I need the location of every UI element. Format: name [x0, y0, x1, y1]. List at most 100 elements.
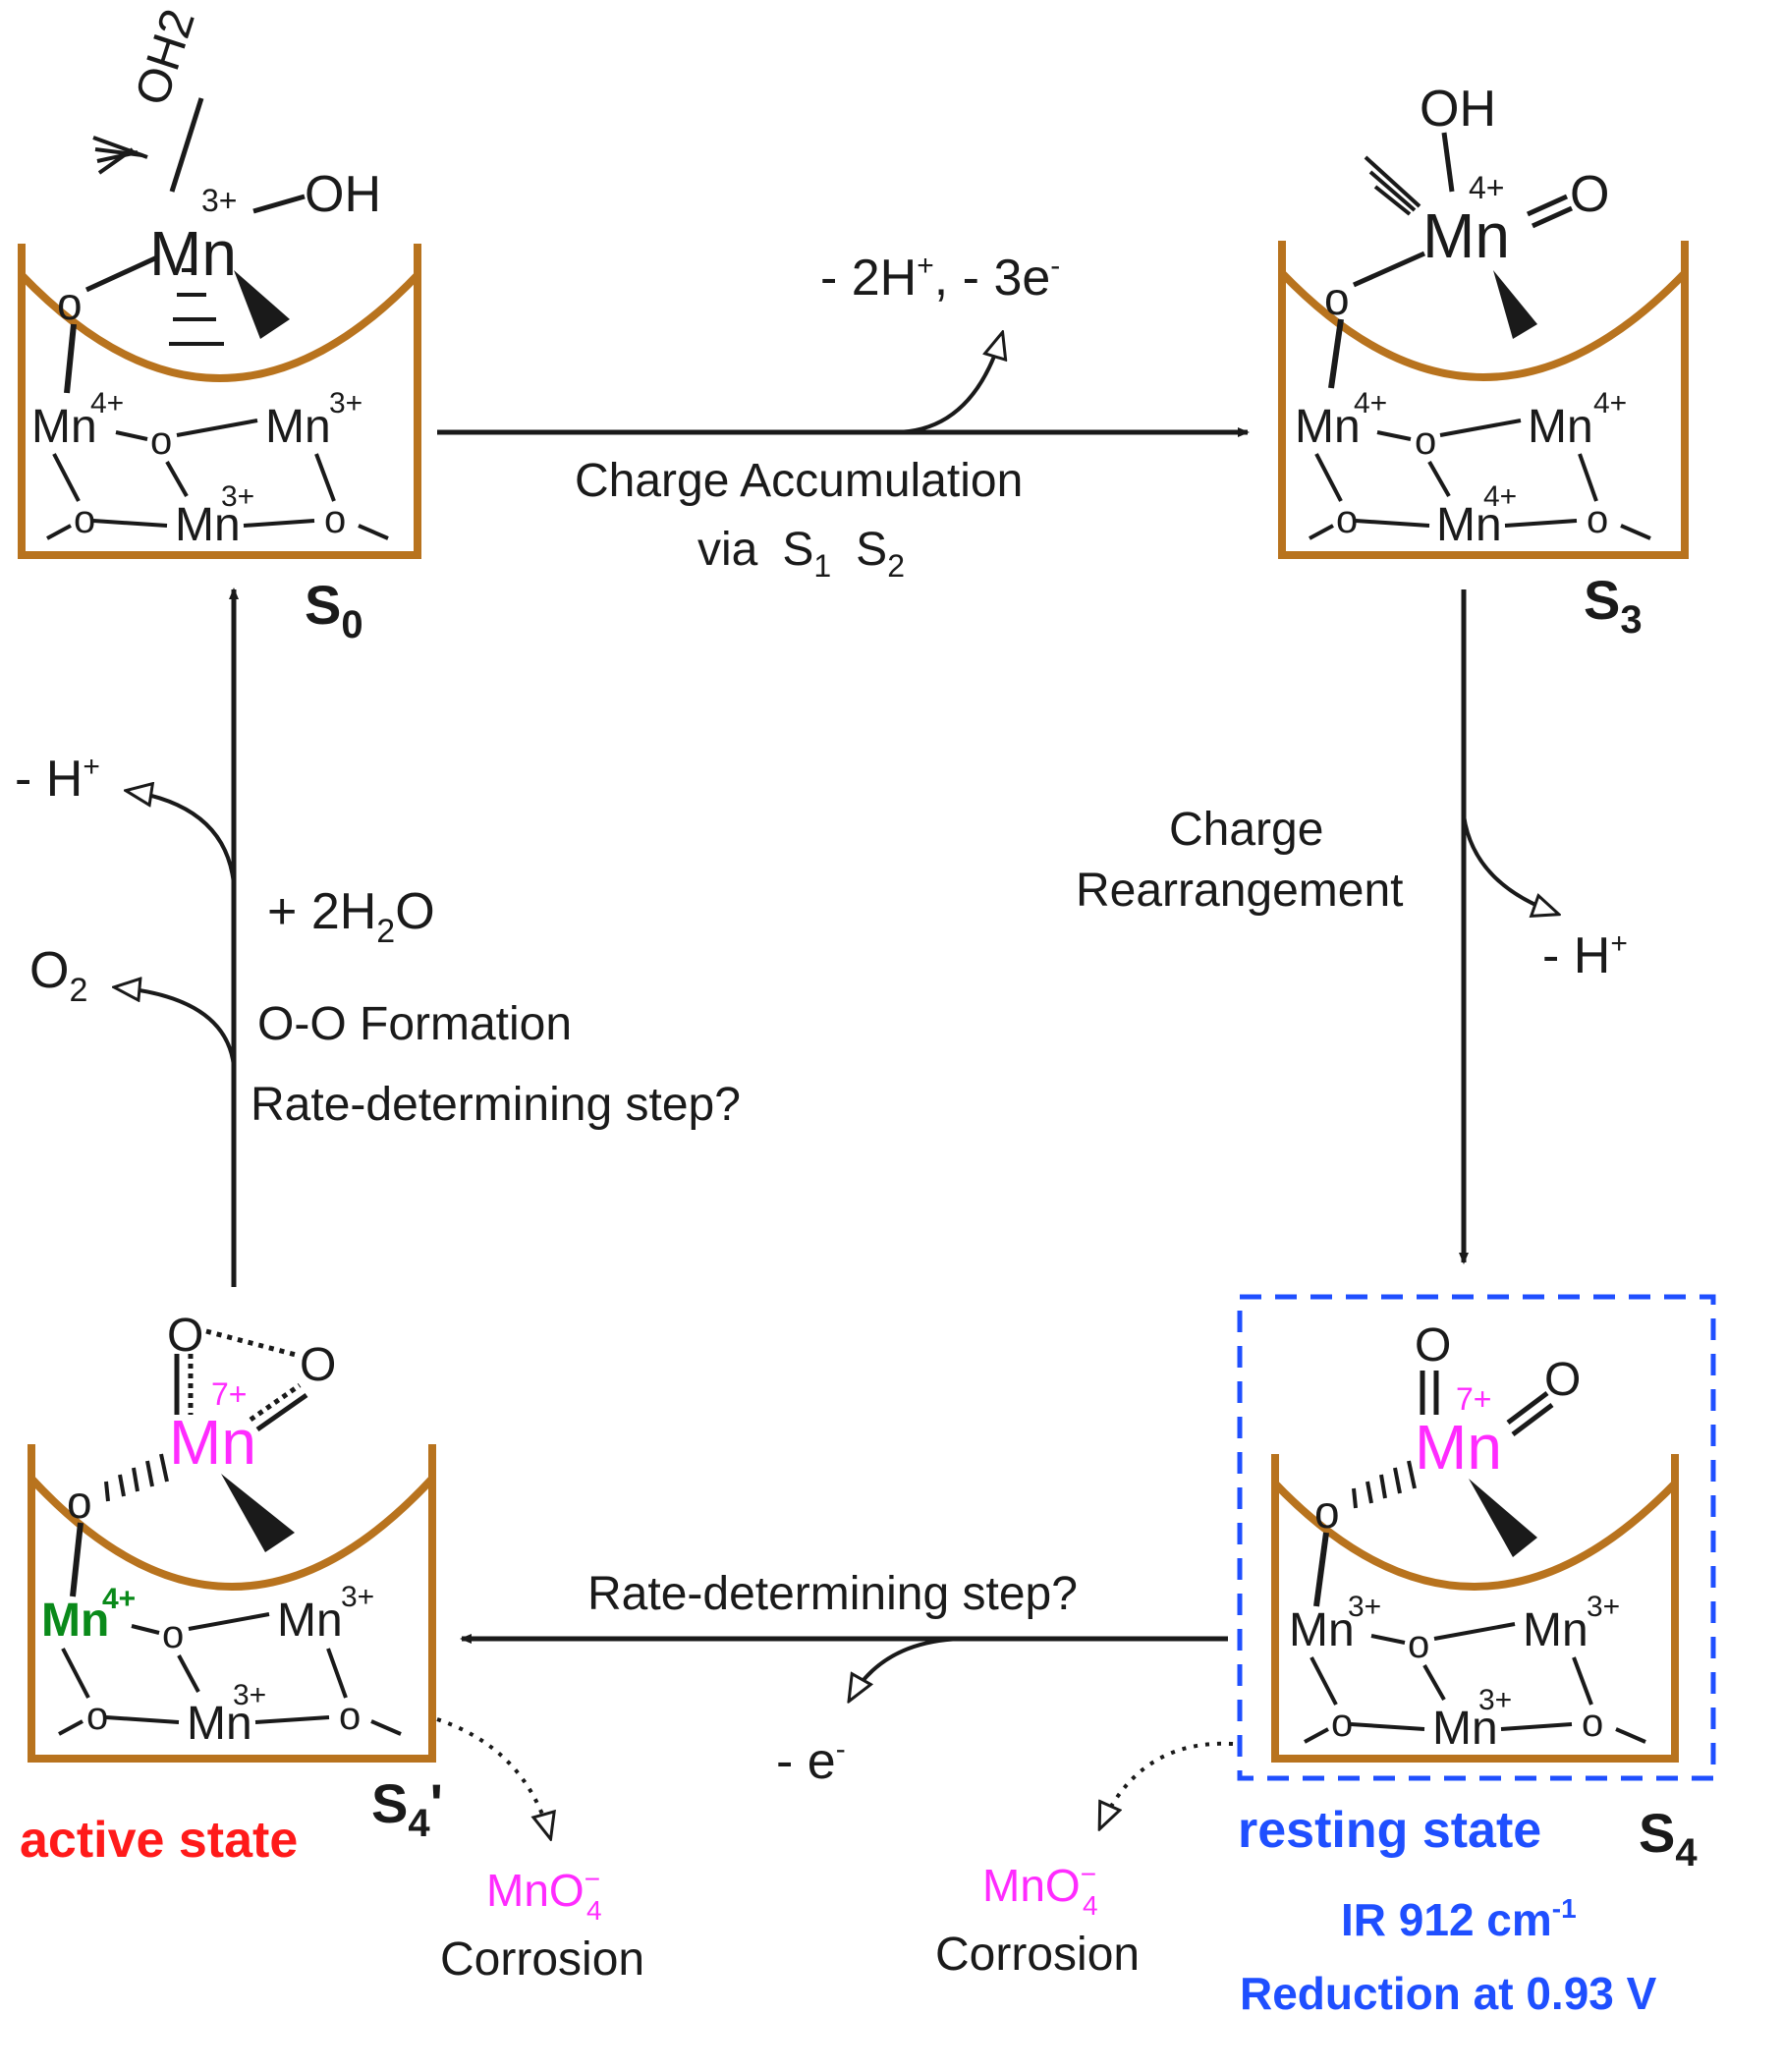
mn-core-atom: Mn [1432, 1703, 1498, 1755]
charge-label: 4+ [90, 387, 124, 420]
hash-bond [92, 136, 148, 175]
protein-bowl [28, 1444, 436, 1763]
bond [64, 323, 77, 394]
o-label: o [162, 1613, 184, 1656]
o-label: o [324, 498, 346, 541]
permanganate-label: MnO−4 [982, 1859, 1098, 1921]
o-label: o [57, 278, 83, 329]
bond [1313, 1532, 1329, 1607]
mn-core: Mn 4+ Mn 4+ Mn 4+ o o o [1295, 387, 1651, 551]
mn-core-atom: Mn [1523, 1604, 1588, 1656]
mn-core: Mn 4+ Mn 3+ Mn 3+ o o o [31, 387, 389, 551]
bond [1526, 194, 1569, 217]
hash-bond [104, 1453, 169, 1502]
state-s3: Mn 4+ OH O o Mn 4+ Mn 4+ Mn 4+ o o o S3 [1278, 81, 1689, 642]
loss-arrow [893, 334, 1002, 434]
bond [169, 97, 204, 193]
bond [1511, 1403, 1554, 1436]
o-label: O [167, 1310, 203, 1362]
wedge-bond [234, 270, 290, 339]
dashed-bond [205, 1328, 301, 1359]
o-label: o [1587, 498, 1608, 541]
proton-loss-label: - H+ [1542, 927, 1628, 984]
mn-core-atom: Mn [265, 401, 331, 453]
loss-arrow [1462, 814, 1557, 914]
mn-core-atom: Mn [187, 1698, 252, 1750]
o-label: o [1314, 1486, 1340, 1538]
o-label: o [1336, 498, 1358, 541]
bond [1352, 251, 1426, 288]
o-label: o [67, 1477, 92, 1528]
o-label: o [86, 1695, 108, 1738]
wedge-bond [221, 1474, 295, 1552]
bond [255, 1392, 308, 1432]
water-addition-label: + 2H2O [267, 883, 435, 950]
mn-label: Mn [1422, 200, 1510, 271]
state-name-s3: S3 [1584, 569, 1643, 642]
loss-arrow [116, 987, 236, 1067]
active-state-label: active state [20, 1812, 298, 1869]
mn-label: Mn [1415, 1412, 1502, 1483]
mn-core-atom: Mn [175, 499, 241, 551]
charge-label: 3+ [1348, 1591, 1381, 1623]
step-label: Charge [1169, 804, 1323, 856]
state-s0: Mn 3+ OH OH2 o Mn 4+ Mn 3+ Mn 3+ o o o S… [18, 3, 421, 646]
protein-bowl [18, 244, 421, 559]
state-name-s4-prime: S4' [371, 1772, 443, 1845]
reduction-label: Reduction at 0.93 V [1240, 1968, 1657, 2019]
wedge-bond [1469, 1479, 1537, 1557]
mn-label: Mn [169, 1407, 256, 1478]
step-electron-loss: Rate-determining step? - e- [460, 1568, 1228, 1790]
mn-core-atom: Mn [1295, 401, 1361, 453]
corrosion-left: MnO−4 Corrosion [436, 1717, 644, 1986]
proton-electron-loss-label: - 2H+, - 3e- [820, 250, 1060, 307]
mn-core: Mn 3+ Mn 3+ Mn 3+ o o o [1289, 1591, 1646, 1755]
charge-label: 3+ [221, 480, 254, 513]
charge-label: 3+ [1587, 1591, 1620, 1623]
loss-arrow [128, 791, 236, 885]
protein-bowl [1271, 1454, 1679, 1763]
hash-bond [1352, 1460, 1417, 1509]
step-label: O-O Formation [257, 998, 572, 1050]
mn-label: Mn [149, 218, 237, 289]
dotted-arrow [436, 1717, 550, 1837]
corrosion-right: MnO−4 Corrosion [935, 1741, 1234, 1981]
step-label: Rate-determining step? [251, 1079, 741, 1131]
bond [70, 1522, 84, 1597]
bond [1506, 1391, 1549, 1425]
electron-loss-label: - e- [776, 1733, 846, 1790]
o-label: O [1415, 1319, 1451, 1372]
o-label: O [300, 1339, 336, 1391]
mn-core-atom: Mn [277, 1595, 343, 1647]
charge-label: 4+ [102, 1583, 136, 1615]
proton-loss-label: - H+ [15, 751, 100, 808]
step-label: Charge Accumulation [575, 455, 1023, 507]
o-label: O [1544, 1354, 1581, 1406]
oh2-label: OH2 [126, 3, 205, 111]
ir-label: IR 912 cm-1 [1341, 1893, 1577, 1945]
step-o-o-formation: - H+ + 2H2O O2 O-O Formation Rate-determ… [15, 588, 741, 1287]
loss-arrow [850, 1637, 969, 1700]
resting-state-label: resting state [1238, 1802, 1541, 1859]
charge-label: 4+ [1483, 480, 1517, 513]
resting-state-box [1237, 1294, 1716, 1781]
o-label: o [1324, 273, 1350, 324]
oh-label: OH [1420, 81, 1496, 138]
charge-label: 3+ [233, 1679, 266, 1711]
charge-label: 3+ [1478, 1684, 1512, 1716]
charge-label: 4+ [1354, 387, 1387, 420]
state-s4-prime: O O Mn 7+ o Mn 4+ Mn 3+ Mn 3+ o o o S4' … [20, 1310, 443, 1869]
charge-label: 3+ [329, 387, 362, 420]
wedge-bond [1493, 270, 1537, 339]
charge-label: 3+ [341, 1581, 374, 1613]
step-label: Rate-determining step? [587, 1568, 1078, 1620]
o-label: o [74, 498, 95, 541]
o-label: o [1331, 1702, 1353, 1745]
step-label: Rearrangement [1076, 865, 1404, 917]
charge-label: 3+ [201, 183, 237, 218]
charge-label: 4+ [1469, 170, 1504, 205]
mn-core-atom: Mn [31, 401, 97, 453]
step-charge-rearrangement: Charge Rearrangement - H+ [1076, 589, 1628, 1264]
